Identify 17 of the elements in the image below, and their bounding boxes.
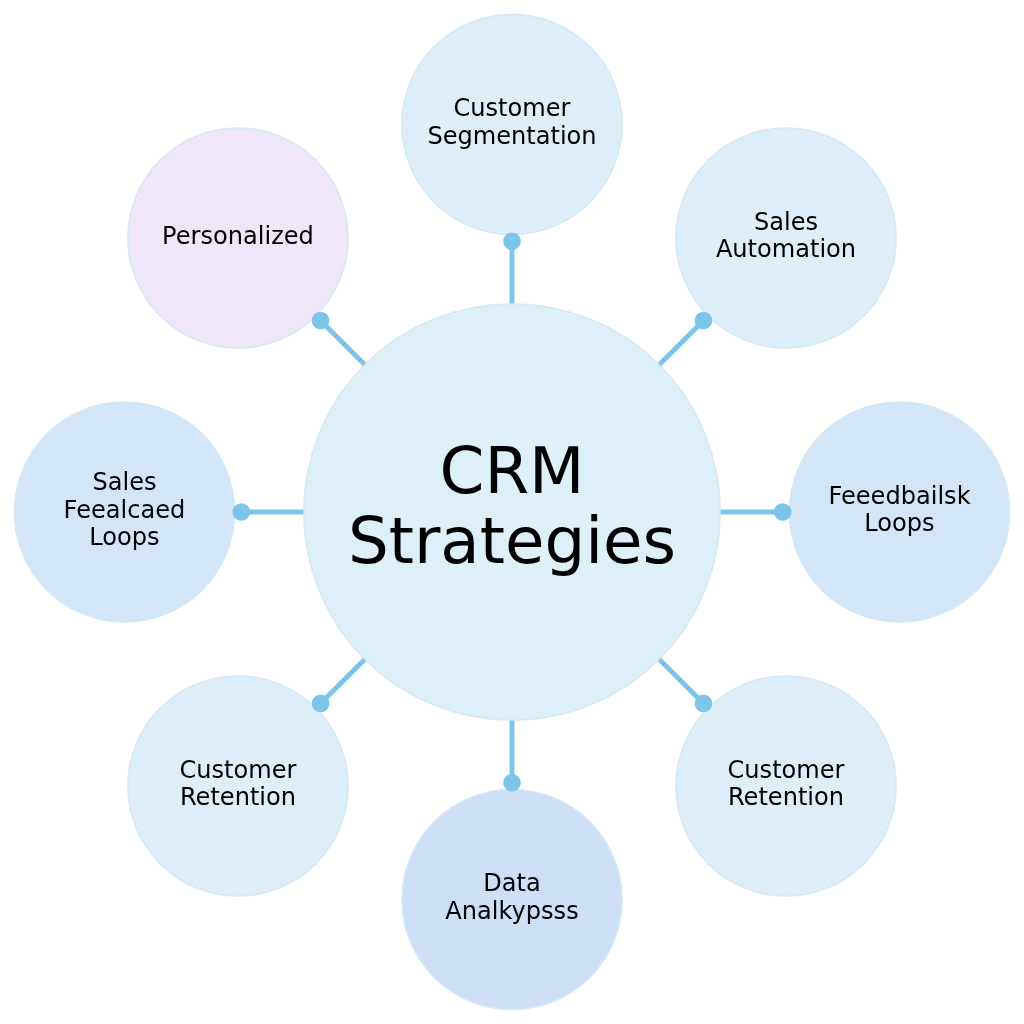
connector: [311, 657, 367, 713]
node-circle: Customer Segmentation: [401, 13, 623, 236]
node-circle: Personalized: [127, 127, 349, 349]
node-circle: Customer Retention: [127, 675, 349, 897]
node-circle: Data Analkypsss: [401, 788, 623, 1011]
node-circle: Customer Retention: [675, 675, 897, 897]
connector: [232, 503, 304, 521]
connector: [720, 503, 792, 521]
node-circle: Sales Automation: [675, 127, 897, 349]
node-circle: Sales Feealcaed Loops: [13, 401, 236, 623]
connector: [311, 311, 367, 367]
connector: [657, 657, 713, 713]
node-circle: CRM Strategies: [303, 303, 721, 721]
connector: [503, 232, 521, 304]
connector: [657, 311, 713, 367]
node-circle: Feeedbailsk Loops: [788, 401, 1011, 623]
connector: [503, 720, 521, 792]
